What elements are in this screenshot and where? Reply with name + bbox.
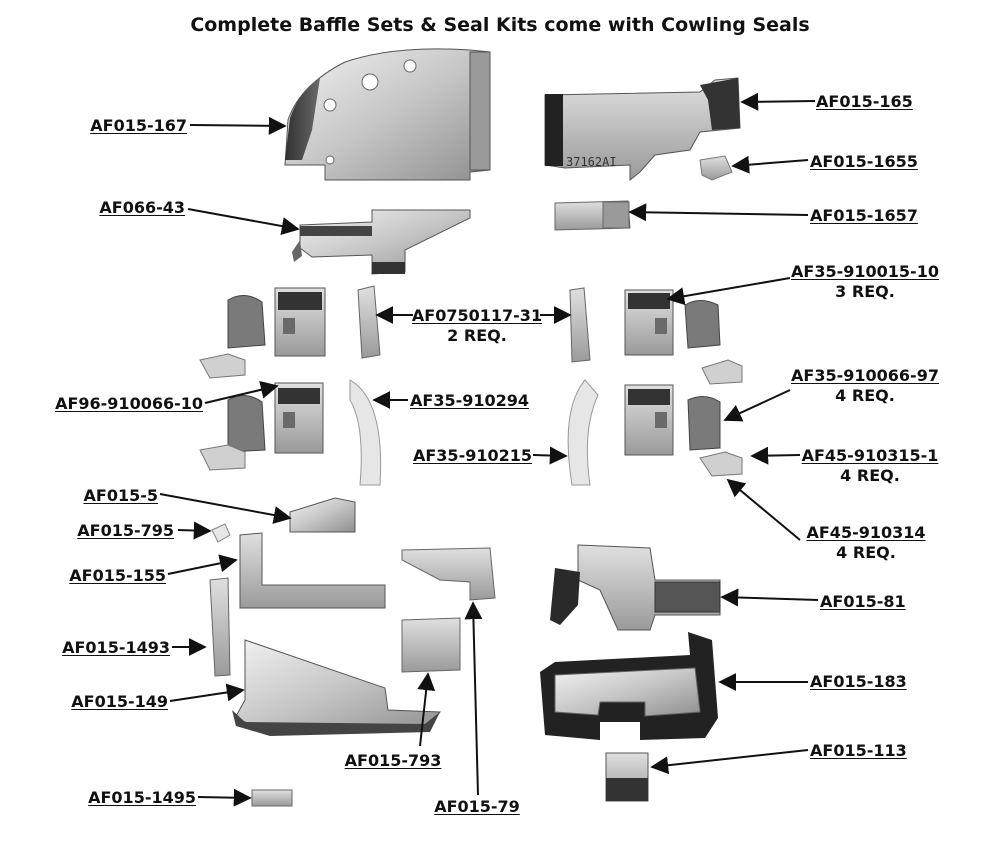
part-af015-1495-illustration: [251, 789, 293, 807]
part-af015-183-illustration: [540, 632, 718, 740]
part-af015-149-illustration: [232, 639, 442, 736]
part-af015-5-illustration: [289, 497, 356, 533]
label-af066-43: AF066-43: [99, 198, 185, 217]
label-af015-1493: AF015-1493: [62, 638, 170, 657]
label-af015-79: AF015-79: [434, 797, 520, 816]
label-af015-793: AF015-793: [344, 751, 442, 770]
label-af015-1655: AF015-1655: [810, 152, 918, 171]
part-af015-1655-illustration: [699, 155, 733, 181]
label-af015-1657: AF015-1657: [810, 206, 918, 225]
part-af015-1657-illustration: [554, 200, 631, 231]
leader-af015-149: [169, 683, 245, 702]
diagram-title: Complete Baffle Sets & Seal Kits come wi…: [190, 14, 810, 36]
part-marking-text: 37162AI: [566, 155, 617, 169]
leader-af015-5: [159, 493, 292, 524]
leader-af015-1495: [197, 788, 252, 807]
part-af45-910315-1-illustration: [699, 359, 743, 477]
label-af35-910215: AF35-910215: [412, 446, 532, 465]
part-af35-910215-illustration: [567, 379, 599, 486]
leader-af015-79: [464, 601, 483, 796]
label-af96-910066-10: AF96-910066-10: [55, 394, 203, 413]
label-af015-155: AF015-155: [69, 566, 166, 585]
part-af015-79-illustration: [401, 547, 496, 601]
part-af35-910015-10-illustration: [624, 289, 674, 456]
part-af015-793-illustration: [401, 617, 461, 673]
leader-af015-1655: [731, 155, 809, 174]
quantity-af35-910066-97: 4 REQ.: [835, 386, 895, 405]
leader-af066-43: [187, 208, 300, 235]
label-af35-910294: AF35-910294: [410, 391, 530, 410]
part-af0750117-31-left-illustration: [357, 285, 381, 359]
part-af015-165-illustration: 37162AI: [544, 77, 741, 182]
leader-af015-795: [177, 521, 212, 540]
leader-af015-1657: [628, 203, 809, 222]
part-af066-43-illustration: [292, 209, 471, 275]
part-af015-167-illustration: [284, 48, 491, 181]
leader-af45-910314: [726, 478, 801, 541]
leader-af96-910066-10: [204, 380, 279, 404]
label-af015-795: AF015-795: [77, 521, 174, 540]
leader-af015-165: [740, 92, 816, 111]
part-af0750117-31-right-illustration: [569, 287, 591, 363]
label-af015-1495: AF015-1495: [88, 788, 196, 807]
part-af96-910066-10-illustration: [274, 287, 326, 454]
label-af015-81: AF015-81: [820, 592, 906, 611]
leader-af015-793: [417, 672, 436, 747]
part-af015-1493-illustration: [209, 577, 231, 677]
quantity-af0750117-31: 2 REQ.: [447, 326, 507, 345]
quantity-af35-910015-10: 3 REQ.: [835, 282, 895, 301]
quantity-af45-910315-1: 4 REQ.: [840, 466, 900, 485]
leader-af35-910066-97: [723, 389, 791, 422]
part-af35-910066-97-illustration: [684, 300, 721, 451]
label-af015-113: AF015-113: [810, 741, 907, 760]
part-af015-155-illustration: [239, 532, 386, 609]
leader-af015-81: [720, 588, 819, 607]
leader-af35-910215: [532, 446, 568, 465]
cylinder-seal-left-illustration: [199, 295, 266, 471]
leader-af45-910315-1: [750, 446, 801, 465]
part-af015-795-illustration: [211, 523, 231, 543]
part-af015-113-illustration: [605, 752, 649, 802]
label-af015-183: AF015-183: [810, 672, 907, 691]
part-af35-910294-illustration: [349, 379, 382, 486]
leader-af015-155: [167, 554, 238, 575]
label-af015-5: AF015-5: [83, 486, 158, 505]
leader-af015-167: [189, 116, 287, 135]
label-af015-149: AF015-149: [71, 692, 168, 711]
leader-af015-113: [650, 749, 809, 775]
quantity-af45-910314: 4 REQ.: [836, 543, 896, 562]
label-af015-165: AF015-165: [816, 92, 913, 111]
leader-af35-910015-10: [666, 277, 791, 306]
label-af015-167: AF015-167: [90, 116, 187, 135]
part-af015-81-illustration: [550, 544, 721, 631]
